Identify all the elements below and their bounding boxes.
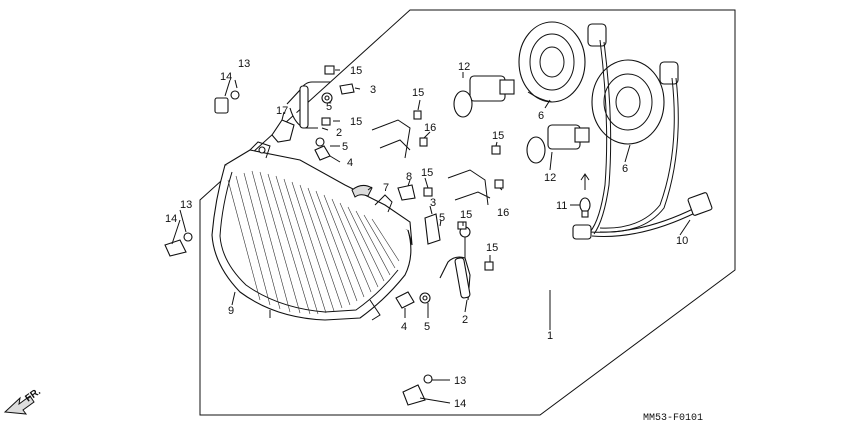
bulb-lower	[526, 124, 590, 164]
callout-15: 15	[486, 242, 498, 254]
grommet-mid-left	[164, 232, 193, 257]
dust-cover	[351, 184, 373, 198]
callout-5: 5	[424, 321, 430, 333]
callout-2: 2	[462, 314, 468, 326]
leader-lines	[171, 69, 691, 404]
callout-15: 15	[460, 209, 472, 221]
callout-12: 12	[544, 172, 556, 184]
bulb-upper	[453, 75, 515, 118]
callout-7: 7	[383, 182, 389, 194]
callout-12: 12	[458, 61, 470, 73]
grommet-upper-left	[214, 90, 240, 114]
callout-15: 15	[421, 167, 433, 179]
callout-13: 13	[180, 199, 192, 211]
callout-5: 5	[342, 141, 348, 153]
adjuster-cable-lower	[439, 226, 471, 301]
callout-17: 17	[276, 105, 288, 117]
headlight-unit	[211, 141, 413, 321]
callout-labels: 13 14 15 3 5 15 2 5 4 17 7 8 15 3 5 15 1…	[165, 58, 688, 410]
bulb-clip-lower	[447, 169, 491, 206]
callout-4: 4	[347, 157, 353, 169]
callout-6: 6	[622, 163, 628, 175]
callout-2: 2	[336, 127, 342, 139]
callout-3: 3	[370, 84, 376, 96]
callout-14: 14	[165, 213, 177, 225]
grommet-bottom	[402, 374, 433, 406]
callout-16: 16	[424, 122, 436, 134]
callout-4: 4	[401, 321, 407, 333]
callout-6: 6	[538, 110, 544, 122]
small-fasteners	[314, 65, 504, 309]
callout-11: 11	[556, 200, 567, 212]
socket-upper	[518, 21, 607, 103]
callout-8: 8	[406, 171, 412, 183]
callout-5: 5	[326, 101, 332, 113]
callout-16: 16	[497, 207, 509, 219]
callout-15: 15	[350, 65, 362, 77]
callout-9: 9	[228, 305, 234, 317]
position-bulb	[579, 173, 591, 218]
socket-lower	[591, 59, 679, 145]
wire-harness	[572, 39, 713, 240]
callout-15: 15	[350, 116, 362, 128]
lens-hatching	[227, 170, 400, 315]
callout-13: 13	[238, 58, 250, 70]
mounting-bracket	[271, 119, 295, 143]
callout-3: 3	[430, 197, 436, 209]
adjuster-cable-upper	[286, 81, 330, 129]
callout-1: 1	[547, 330, 553, 342]
callout-5: 5	[439, 212, 445, 224]
callout-13: 13	[454, 375, 466, 387]
callout-10: 10	[676, 235, 688, 247]
callout-15: 15	[412, 87, 424, 99]
callout-15: 15	[492, 130, 504, 142]
front-direction-arrow: FR.	[3, 386, 43, 415]
bulb-clip-upper	[371, 119, 411, 159]
callout-14: 14	[454, 398, 466, 410]
callout-14: 14	[220, 71, 232, 83]
drawing-code: MM53-F0101	[643, 413, 703, 424]
assembly-boundary	[199, 9, 736, 416]
